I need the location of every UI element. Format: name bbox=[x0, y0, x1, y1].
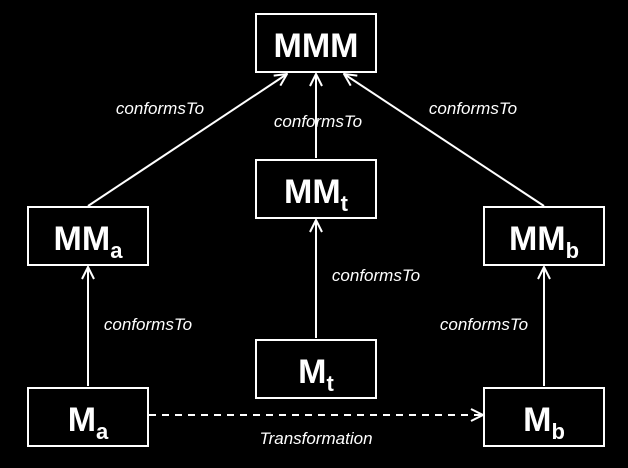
edge-mm-a-to-mmm: conformsTo bbox=[87, 74, 287, 207]
edge-m-b-to-mm-b: conformsTo bbox=[440, 267, 544, 386]
svg-text:MMt: MMt bbox=[284, 173, 349, 216]
node-mm-a: MMa bbox=[27, 206, 149, 266]
svg-text:Ma: Ma bbox=[68, 401, 109, 444]
node-label-sub: b bbox=[566, 238, 579, 263]
node-label-sub: a bbox=[110, 238, 123, 263]
node-label-base: M bbox=[298, 353, 326, 391]
node-label-sub: b bbox=[551, 419, 564, 444]
node-mm-b: MMb bbox=[483, 206, 605, 266]
edge-line bbox=[87, 74, 287, 207]
node-label-sub: t bbox=[327, 371, 335, 396]
edge-label: conformsTo bbox=[274, 112, 362, 131]
edge-mm-t-to-mmm: conformsTo bbox=[274, 74, 362, 158]
edge-label: conformsTo bbox=[429, 99, 517, 118]
node-m-a: Ma bbox=[27, 387, 149, 447]
node-label-sub: t bbox=[341, 191, 349, 216]
node-mmm: MMM bbox=[255, 13, 377, 73]
node-label-base: M bbox=[68, 401, 96, 439]
node-m-t: Mt bbox=[255, 339, 377, 399]
edge-mm-b-to-mmm: conformsTo bbox=[344, 74, 545, 207]
node-label-base: M bbox=[523, 401, 551, 439]
edge-m-a-to-m-b: Transformation bbox=[149, 415, 483, 448]
svg-text:Mt: Mt bbox=[298, 353, 334, 396]
svg-text:MMa: MMa bbox=[54, 220, 124, 263]
svg-text:Mb: Mb bbox=[523, 401, 565, 444]
node-label-base: MM bbox=[54, 220, 111, 258]
svg-text:MMM: MMM bbox=[274, 27, 359, 65]
node-label-base: MM bbox=[284, 173, 341, 211]
svg-text:MMb: MMb bbox=[509, 220, 579, 263]
node-label-sub: a bbox=[96, 419, 109, 444]
edge-m-a-to-mm-a: conformsTo bbox=[88, 267, 192, 386]
node-m-b: Mb bbox=[483, 387, 605, 447]
node-label-base: MMM bbox=[274, 27, 359, 65]
edge-label: conformsTo bbox=[332, 266, 420, 285]
edge-label: conformsTo bbox=[116, 99, 204, 118]
edge-m-t-to-mm-t: conformsTo bbox=[316, 220, 420, 338]
node-label-base: MM bbox=[509, 220, 566, 258]
node-mm-t: MMt bbox=[255, 159, 377, 219]
edge-label: conformsTo bbox=[104, 315, 192, 334]
edge-label: conformsTo bbox=[440, 315, 528, 334]
edge-line bbox=[344, 74, 545, 207]
edge-label: Transformation bbox=[259, 429, 372, 448]
